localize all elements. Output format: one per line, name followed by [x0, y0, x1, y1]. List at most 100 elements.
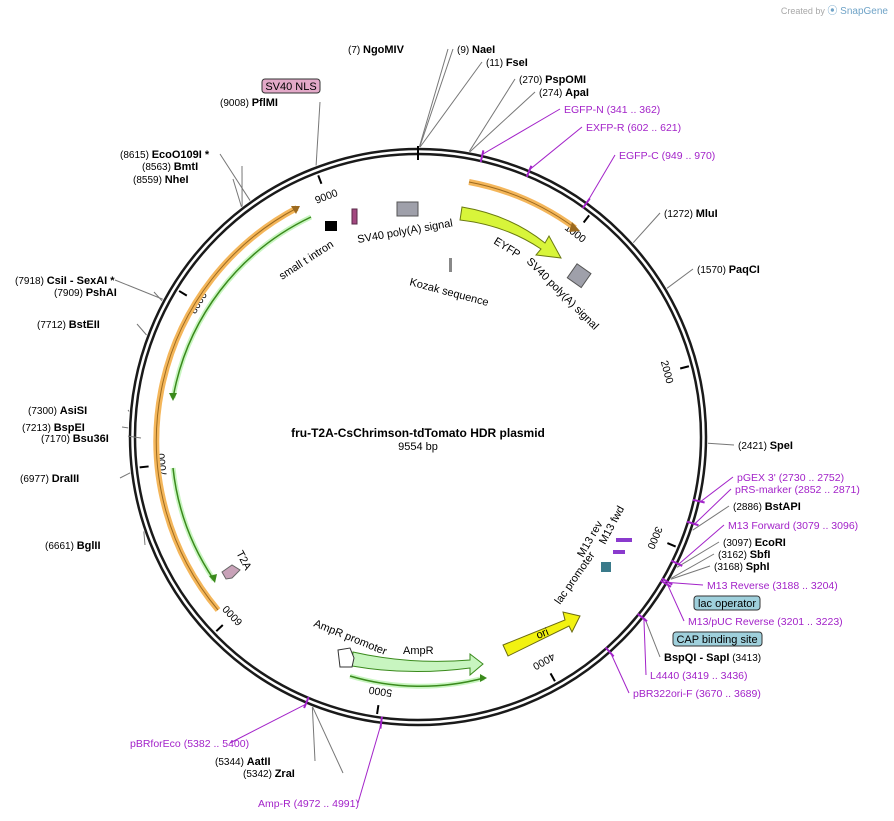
- lac-operator-tag[interactable]: lac operator: [693, 595, 761, 611]
- eyfp-arrow[interactable]: [459, 206, 562, 259]
- sv40-nls-tag[interactable]: SV40 NLS: [261, 78, 321, 94]
- site-name: NgoMIV: [363, 44, 405, 56]
- primer-leader: [667, 584, 685, 622]
- primer-label-m13-forward[interactable]: M13 Forward (3079 .. 3096): [728, 520, 858, 532]
- primer-range: (4972 .. 4991): [294, 798, 359, 810]
- site-label-fsei[interactable]: (11) FseI: [486, 57, 528, 69]
- site-label-apai[interactable]: (274) ApaI: [539, 87, 589, 99]
- primer-name: EXFP-R: [586, 122, 627, 134]
- site-label-bglii[interactable]: (6661) BglII: [45, 540, 101, 552]
- site-label-bsu36i[interactable]: (7170) Bsu36I: [41, 433, 109, 445]
- primer-label-m13-puc-reverse[interactable]: M13/pUC Reverse (3201 .. 3223): [688, 616, 843, 628]
- site-label-bstapi[interactable]: (2886) BstAPI: [733, 501, 801, 513]
- sv40-polya-box-right[interactable]: [566, 263, 592, 289]
- ori-arrow[interactable]: [502, 611, 581, 657]
- tick-mark: [549, 672, 556, 682]
- primer-label-egfp-n[interactable]: EGFP-N (341 .. 362): [564, 104, 660, 116]
- lac-promoter-shape[interactable]: [601, 562, 611, 572]
- primer-binding-mark: [525, 165, 533, 178]
- primer-label-amp-r[interactable]: Amp-R (4972 .. 4991): [258, 798, 359, 810]
- primer-name: EGFP-N: [564, 104, 607, 116]
- primer-label-prs-marker[interactable]: pRS-marker (2852 .. 2871): [735, 484, 860, 496]
- credit-brand: SnapGene: [840, 6, 888, 17]
- site-leader: [676, 541, 720, 568]
- site-label-nhei[interactable]: (8559) NheI: [133, 174, 189, 186]
- site-label-bsteii[interactable]: (7712) BstEII: [37, 319, 100, 331]
- cds-arc-left: [153, 205, 299, 612]
- cap-binding-site-tag[interactable]: CAP binding site: [672, 631, 763, 647]
- site-labels: (7) NgoMIV(9) NaeI(11) FseI(270) PspOMI(…: [15, 44, 860, 810]
- primer-name: M13/pUC Reverse: [688, 616, 777, 628]
- tick-mark: [178, 290, 188, 297]
- site-label-pspomi[interactable]: (270) PspOMI: [519, 74, 586, 86]
- site-label-zrai[interactable]: (5342) ZraI: [243, 768, 295, 780]
- primer-label-exfp-r[interactable]: EXFP-R (602 .. 621): [586, 122, 681, 134]
- primer-label-pbrforeco[interactable]: pBRforEco (5382 .. 5400): [130, 738, 249, 750]
- orf-arc-lower-fill: [170, 467, 217, 582]
- sv40-nls-shape[interactable]: [351, 208, 358, 225]
- site-label-csii[interactable]: (7918) CsiI - SexAI *: [15, 275, 115, 287]
- tick-label: 5000: [368, 684, 393, 699]
- primer-label-pgex-3-[interactable]: pGEX 3' (2730 .. 2752): [737, 472, 844, 484]
- site-position: (7): [348, 45, 363, 56]
- primer-leader: [694, 488, 732, 525]
- site-label-mlui[interactable]: (1272) MluI: [664, 208, 718, 220]
- site-name: BspEI: [54, 422, 85, 434]
- tick-label: 4000: [530, 650, 556, 672]
- primer-label-pbr322ori-f[interactable]: pBR322ori-F (3670 .. 3689): [633, 688, 761, 700]
- site-leader: [153, 291, 163, 302]
- site-leader: [114, 279, 163, 300]
- site-name: NaeI: [472, 44, 495, 56]
- kozak-shape[interactable]: [449, 258, 452, 272]
- primer-label-egfp-c[interactable]: EGFP-C (949 .. 970): [619, 150, 715, 162]
- ampr-promoter-shape[interactable]: [337, 647, 355, 668]
- site-label-pflmi[interactable]: (9008) PflMI: [220, 97, 278, 109]
- ampr-arrow[interactable]: [351, 651, 484, 677]
- site-position: (274): [539, 88, 565, 99]
- site-label-sbfi[interactable]: (3162) SbfI: [718, 549, 770, 561]
- site-leader: [419, 61, 483, 148]
- site-label-bspei[interactable]: (7213) BspEI: [22, 422, 85, 434]
- site-label-pshai[interactable]: (7909) PshAI: [54, 287, 117, 299]
- cds-arc-left-edge: [155, 207, 298, 611]
- site-label-paqci[interactable]: (1570) PaqCI: [697, 264, 760, 276]
- site-extra: - SexAI *: [67, 275, 115, 287]
- site-name: BstAPI: [765, 501, 801, 513]
- t2a-shape[interactable]: [221, 564, 241, 580]
- small-t-intron-shape[interactable]: [325, 221, 337, 231]
- site-leader: [232, 178, 242, 208]
- primer-label-m13-reverse[interactable]: M13 Reverse (3188 .. 3204): [707, 580, 838, 592]
- site-label-ecori[interactable]: (3097) EcoRI: [723, 537, 786, 549]
- primer-binding-mark: [661, 577, 673, 586]
- credit-prefix: Created by: [780, 6, 825, 16]
- site-leader: [419, 48, 454, 148]
- site-label-ngomiv[interactable]: (7) NgoMIV: [348, 44, 405, 56]
- site-leader: [632, 212, 661, 244]
- primer-range: (3079 .. 3096): [793, 520, 858, 532]
- kozak-label: Kozak sequence: [408, 276, 490, 309]
- primer-leader: [643, 618, 647, 676]
- site-label-ecoo109i-[interactable]: (8615) EcoO109I *: [120, 149, 210, 161]
- site-name: AsiSI: [60, 405, 88, 417]
- sv40-polya-box-top[interactable]: [396, 201, 419, 217]
- primer-label-l4440[interactable]: L4440 (3419 .. 3436): [650, 670, 748, 682]
- ampr-label: AmpR: [403, 645, 434, 657]
- site-leader: [143, 531, 146, 546]
- tick-label: 2000: [658, 359, 676, 385]
- site-label-aatii[interactable]: (5344) AatII: [215, 756, 271, 768]
- primer-range: (949 .. 970): [662, 150, 716, 162]
- ori-label: ori: [535, 626, 551, 642]
- site-label-bspqi[interactable]: BspQI - SapI (3413): [664, 652, 761, 664]
- site-name: PshAI: [86, 287, 117, 299]
- site-label-asisi[interactable]: (7300) AsiSI: [28, 405, 87, 417]
- site-leader: [707, 442, 735, 446]
- m13-fwd-shape[interactable]: [616, 538, 632, 542]
- site-label-bmti[interactable]: (8563) BmtI: [142, 161, 198, 173]
- site-label-spei[interactable]: (2421) SpeI: [738, 440, 793, 452]
- site-label-sphi[interactable]: (3168) SphI: [714, 561, 770, 573]
- m13-rev-shape[interactable]: [613, 550, 625, 554]
- site-label-naei[interactable]: (9) NaeI: [457, 44, 495, 56]
- site-label-draiii[interactable]: (6977) DraIII: [20, 473, 79, 485]
- site-extra: - SapI: [696, 652, 729, 664]
- site-leader: [670, 565, 711, 580]
